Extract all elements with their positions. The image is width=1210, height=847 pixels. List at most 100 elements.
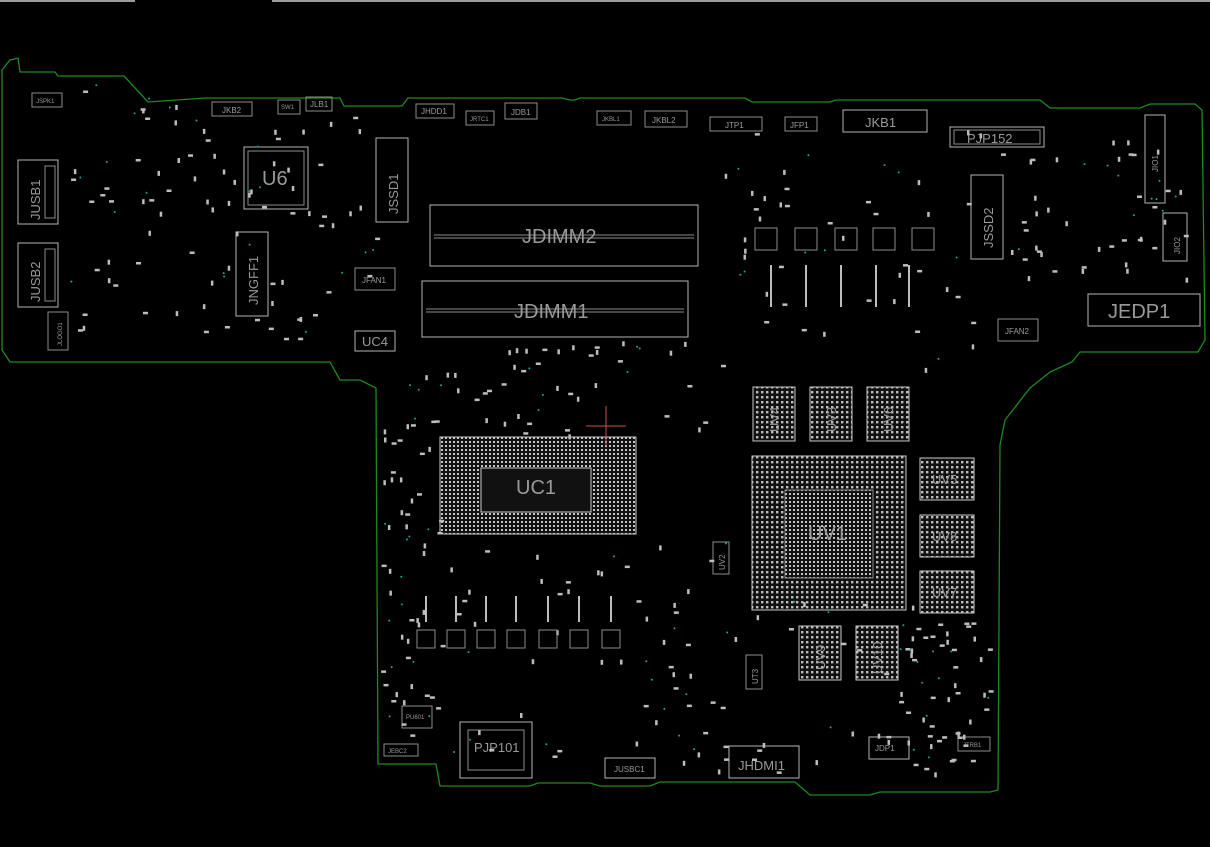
component-jkbl2[interactable]: JKBL2 [644,110,688,128]
component-jtrb1[interactable]: JTRB1 [957,736,991,752]
smd-pad [474,398,480,402]
smd-pad [149,199,155,202]
smd-pad [233,179,236,185]
component-uv10[interactable]: UV10 [855,625,899,681]
component-uv3[interactable]: UV3 [809,386,853,442]
component-jngff1[interactable]: JNGFF1 [235,231,269,317]
smd-pad [410,424,416,427]
component-pjp101[interactable]: PJP101 [459,721,533,779]
jusb2-label: JUSB2 [28,262,43,302]
smd-pad [955,295,961,299]
smd-pad [113,284,119,287]
component-jhdmi1[interactable]: JHDMI1 [728,745,800,779]
component-jspk1[interactable]: JSPK1 [31,92,63,108]
smd-pad [971,622,977,625]
mosfet [794,227,818,251]
smd-pad [410,498,414,504]
smd-pad [536,554,539,560]
smd-pad [473,621,477,627]
smd-pad [381,670,387,673]
component-uv5[interactable]: UV5 [919,457,975,501]
smd-pad [1179,189,1182,195]
smd-pad [763,196,766,202]
component-jusb2[interactable]: JUSB2 [17,242,59,308]
smd-pad [672,672,675,678]
component-jio2[interactable]: JIO2 [1162,212,1188,262]
via [400,603,403,606]
smd-pad [520,713,523,718]
component-pu601[interactable]: PU601 [401,705,433,729]
component-jfan2[interactable]: JFAN2 [997,318,1039,342]
sw1-label: SW1 [281,105,295,111]
component-uc4[interactable]: UC4 [354,330,396,352]
smd-pad [359,205,362,211]
smd-pad [687,589,690,595]
component-jdb1[interactable]: JDB1 [504,102,538,120]
via [927,756,930,759]
via [932,650,934,653]
via [902,624,905,627]
component-jlb1[interactable]: JLB1 [305,96,333,112]
component-jusbc1[interactable]: JUSBC1 [604,757,656,779]
component-uv2[interactable]: UV2 [712,541,730,575]
component-sw1[interactable]: SW1 [277,99,301,115]
component-jssd2[interactable]: JSSD2 [970,174,1004,260]
via [1155,198,1158,201]
smd-pad [724,173,728,179]
component-jtp1[interactable]: JTP1 [709,116,763,132]
smd-pad [399,477,403,483]
component-jkbl1[interactable]: JKBL1 [596,110,632,126]
component-uv6[interactable]: UV6 [866,386,910,442]
smd-pad [697,752,701,758]
component-jebc2[interactable]: JEBC2 [383,743,419,757]
smd-pad [588,354,594,357]
smd-pad [643,704,649,708]
component-uc1[interactable]: UC1 [439,436,637,535]
smd-pad [485,418,488,424]
smd-pad [275,137,281,141]
smd-pad [617,360,623,363]
smd-pad [1127,140,1130,146]
uv8-label: UV8 [932,529,957,544]
component-uv9[interactable]: UV9 [798,625,842,681]
component-jdimm2[interactable]: JDIMM2 [429,204,699,267]
component-jssd1[interactable]: JSSD1 [375,137,409,223]
component-uv8[interactable]: UV8 [919,514,975,558]
component-jdimm1[interactable]: JDIMM1 [421,280,689,338]
component-u6[interactable]: U6 [243,146,309,210]
smd-pad [970,759,976,763]
smd-pad [456,613,462,616]
smd-pad [709,559,715,563]
smd-pad [384,437,387,443]
smd-pad [213,153,216,159]
component-jedp1[interactable]: JEDP1 [1087,293,1201,327]
component-jusb1[interactable]: JUSB1 [17,159,59,225]
component-ut3[interactable]: UT3 [745,654,763,690]
smd-pad [884,672,890,676]
component-jfan1[interactable]: JFAN1 [354,267,396,291]
smd-pad [175,311,179,317]
component-uv7[interactable]: UV7 [919,570,975,614]
via [636,345,639,348]
component-jrtc1[interactable]: JRTC1 [465,110,495,126]
component-jkb2[interactable]: JKB2 [211,101,253,117]
component-uv4[interactable]: UV4 [752,386,796,442]
component-jfp1[interactable]: JFP1 [784,116,818,132]
component-uv1[interactable]: UV1 [751,455,907,611]
component-jhdd1[interactable]: JHDD1 [415,103,455,119]
smd-pad [754,133,760,136]
smd-pad [302,129,305,135]
component-jio1[interactable]: JIO1 [1144,114,1166,204]
component-jlogo1[interactable]: JLOGO1 [47,311,69,351]
smd-pad [949,760,955,763]
component-pjp152[interactable]: PJP152 [949,126,1045,148]
smd-pad [969,719,972,725]
smd-pad [270,282,276,286]
smd-pad [973,636,976,642]
component-jkb1[interactable]: JKB1 [842,109,928,133]
smd-pad [784,204,790,208]
vrm-pad [425,596,427,622]
smd-pad [349,211,352,217]
uv3-label: UV3 [824,407,839,432]
